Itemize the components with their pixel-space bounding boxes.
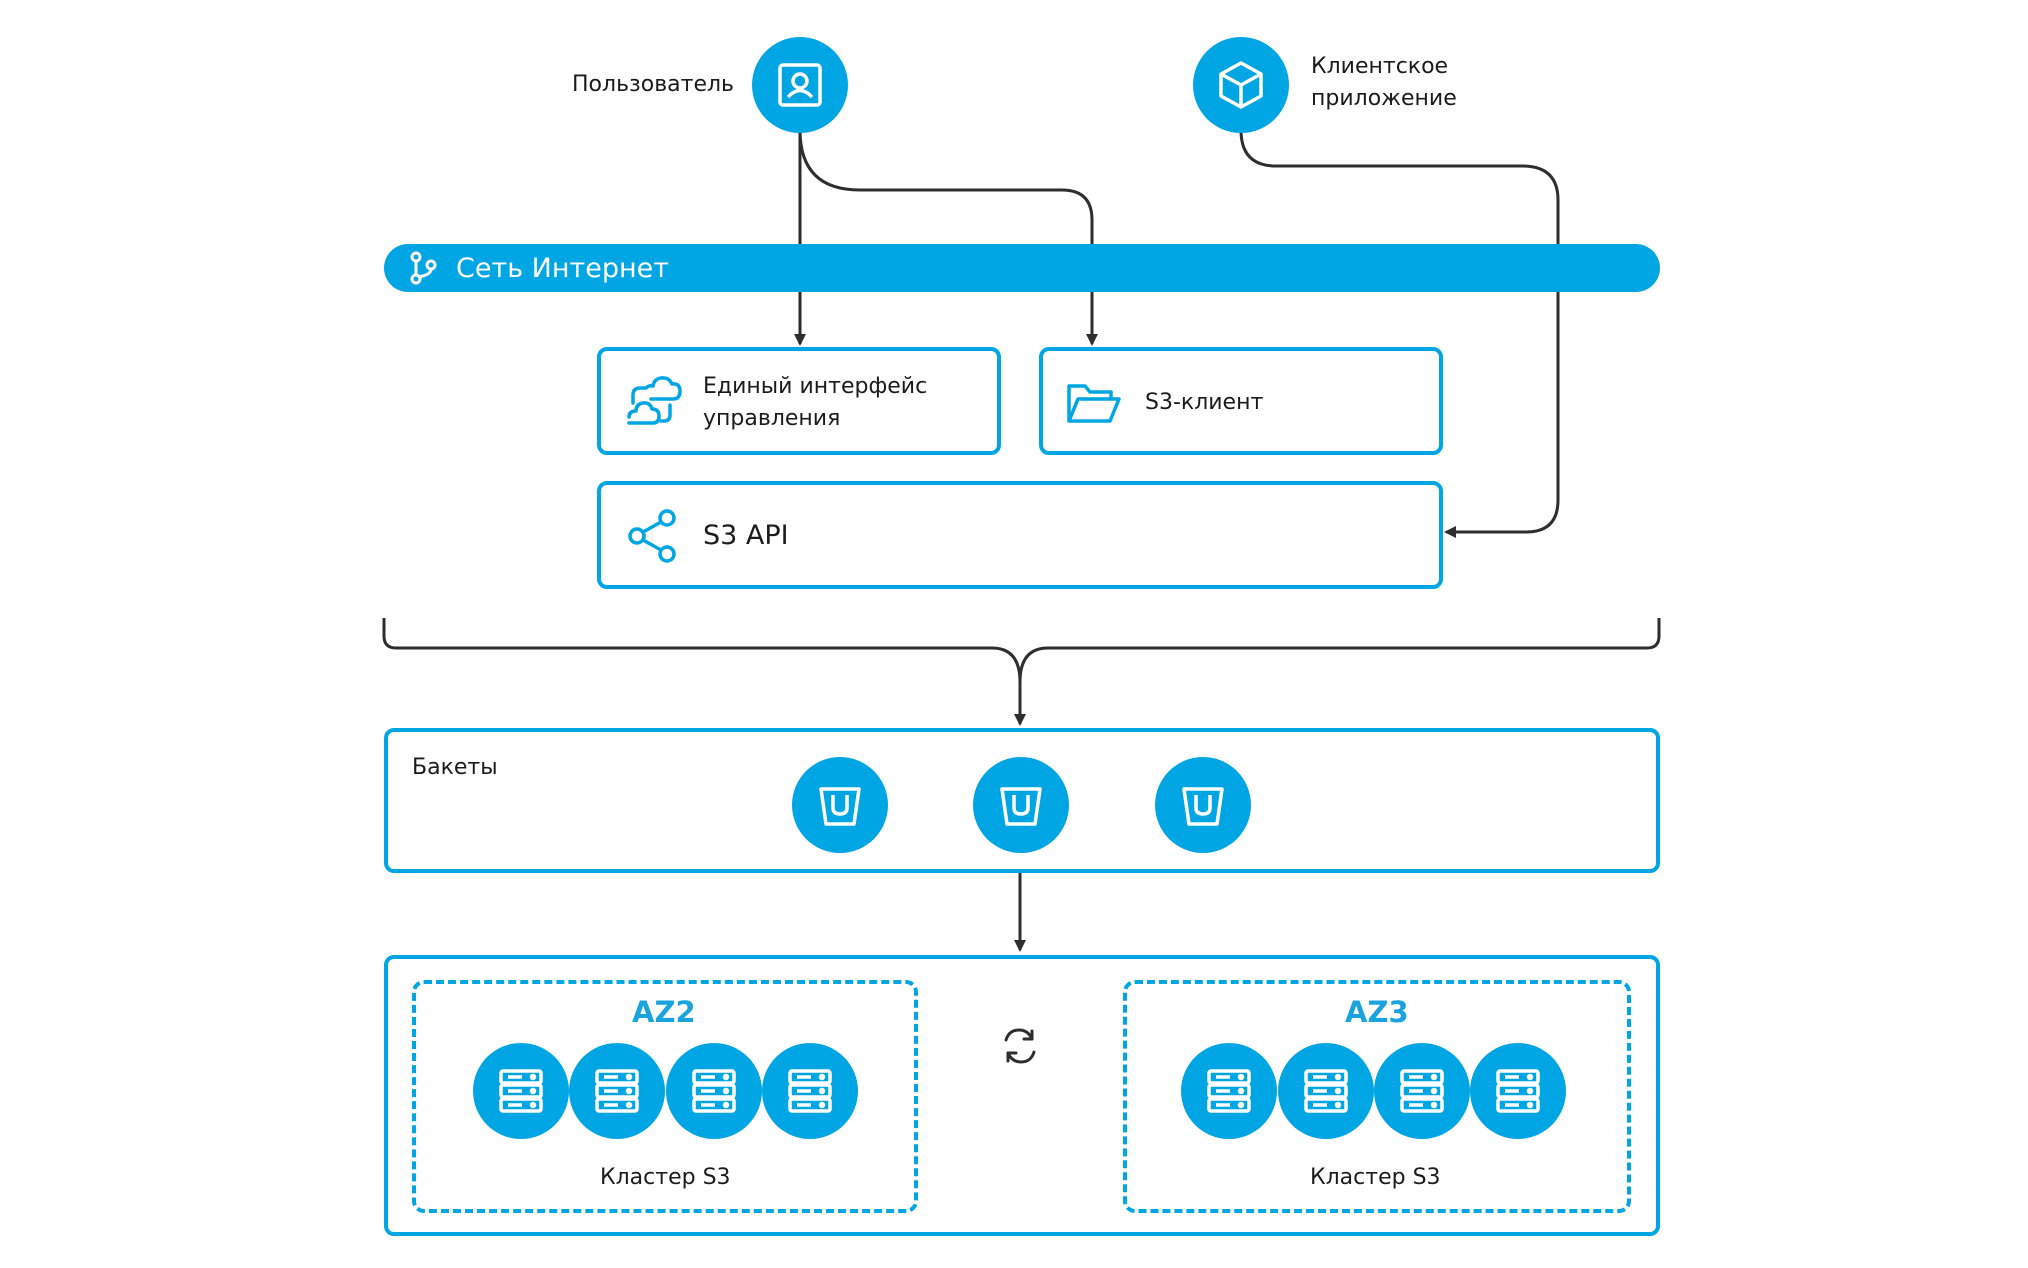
az3-title: AZ3 (1345, 995, 1409, 1029)
s3-api-label: S3 API (703, 520, 789, 551)
az2-title: AZ2 (632, 995, 696, 1029)
branch-icon (410, 251, 437, 285)
server-rack-icon (595, 1069, 639, 1113)
server-node (473, 1043, 569, 1139)
client-app-node (1193, 37, 1289, 133)
bucket-icon (1182, 787, 1224, 826)
bucket-icon (819, 787, 861, 826)
availability-zone-az3 (1123, 980, 1631, 1213)
server-node (1470, 1043, 1566, 1139)
server-rack-icon (1304, 1069, 1348, 1113)
user-node (752, 37, 848, 133)
user-to-s3-client-line (798, 129, 1098, 346)
az2-cluster-label: Кластер S3 (600, 1165, 731, 1190)
server-rack-icon (788, 1069, 832, 1113)
cube-icon (1219, 61, 1263, 109)
server-rack-icon (692, 1069, 736, 1113)
aggregation-bracket (382, 618, 1026, 726)
server-rack-icon (499, 1069, 543, 1113)
share-icon (628, 509, 676, 563)
server-rack-icon (1400, 1069, 1444, 1113)
client-app-label-line2: приложение (1311, 86, 1457, 111)
server-node (762, 1043, 858, 1139)
client-app-label: Клиентское приложение (1311, 51, 1457, 115)
az3-cluster-label: Кластер S3 (1310, 1165, 1441, 1190)
console-label-line1: Единый интерфейс (703, 374, 928, 399)
folder-icon (1067, 384, 1121, 423)
server-node (1181, 1043, 1277, 1139)
server-node (1278, 1043, 1374, 1139)
console-label-line2: управления (703, 406, 841, 431)
server-rack-icon (1496, 1069, 1540, 1113)
server-rack-icon (1207, 1069, 1251, 1113)
server-node (1374, 1043, 1470, 1139)
server-node (569, 1043, 665, 1139)
user-badge-icon (778, 63, 822, 107)
s3-client-label: S3-клиент (1145, 390, 1264, 415)
internet-label: Сеть Интернет (456, 252, 670, 284)
s3-client-box: S3-клиент (1039, 347, 1443, 455)
client-app-to-s3-api-line (1239, 129, 1560, 538)
sync-icon (1004, 1028, 1036, 1064)
console-box: Единый интерфейс управления (597, 347, 1001, 455)
buckets-label: Бакеты (412, 755, 498, 780)
client-app-label-line1: Клиентское (1311, 54, 1449, 79)
bucket-node (1155, 757, 1251, 853)
server-node (666, 1043, 762, 1139)
s3-api-box: S3 API (597, 481, 1443, 589)
cloud-sync-icon (627, 376, 682, 425)
console-label: Единый интерфейс управления (703, 371, 927, 435)
bucket-node (792, 757, 888, 853)
user-label: Пользователь (572, 72, 735, 97)
internet-bar: Сеть Интернет (384, 244, 1660, 292)
bucket-icon (1000, 787, 1042, 826)
aggregation-bracket-right (1018, 618, 1661, 683)
availability-zone-az2 (412, 980, 918, 1213)
bucket-node (973, 757, 1069, 853)
